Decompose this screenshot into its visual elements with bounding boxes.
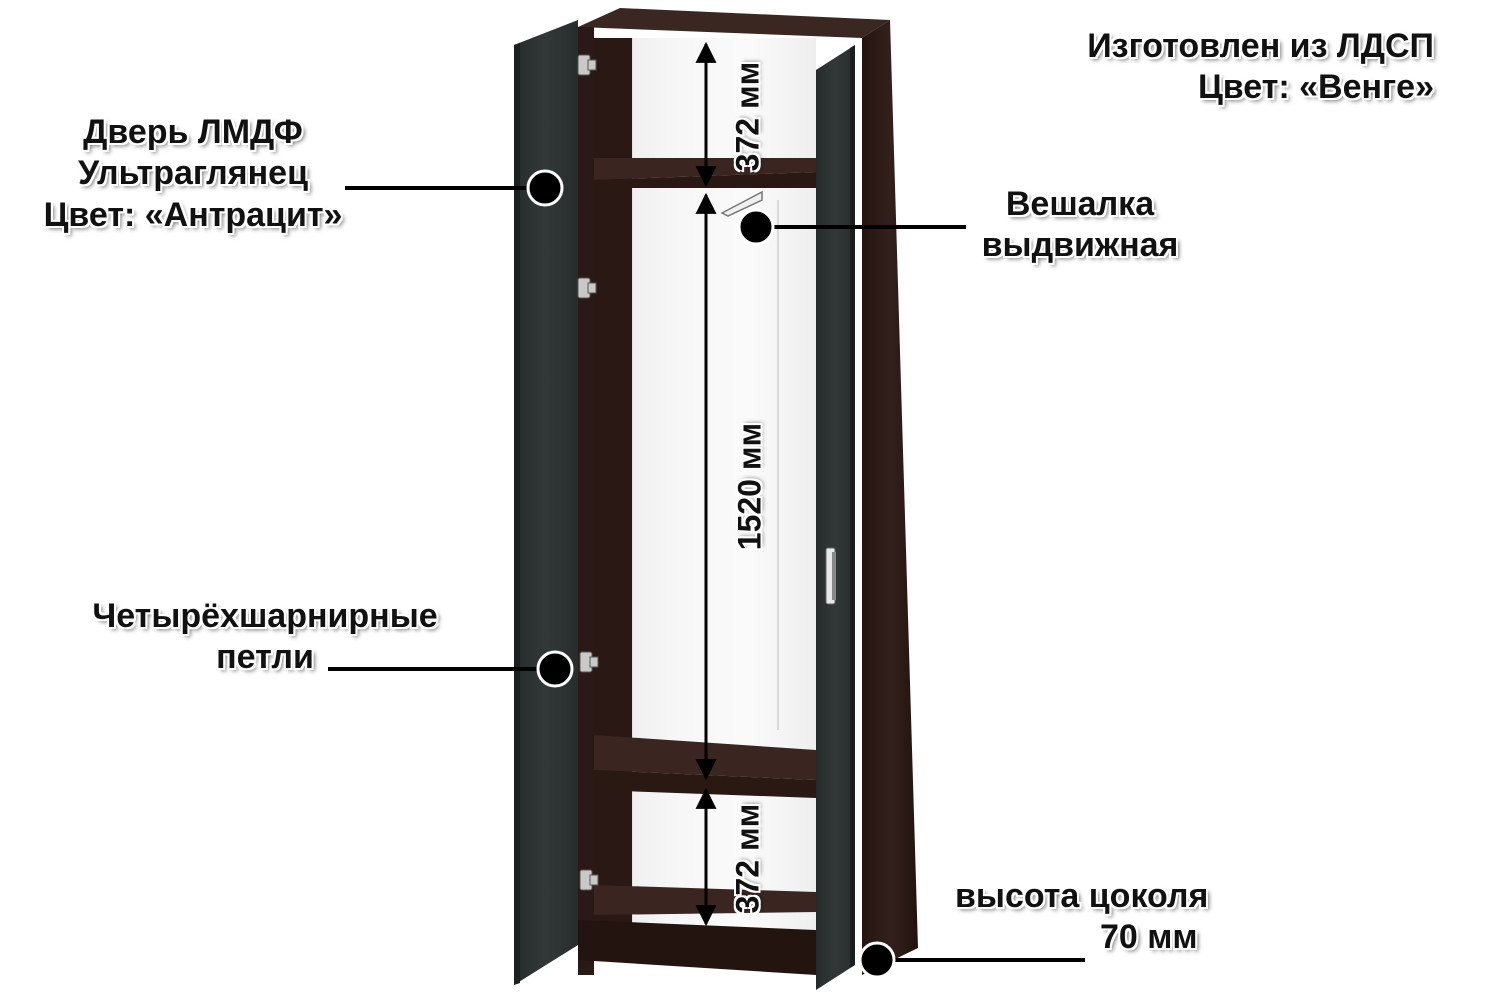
dim-bottom-label: 372 мм: [729, 803, 766, 914]
hanger-note: Вешалка выдвижная: [950, 184, 1210, 267]
hanger-marker: [737, 208, 775, 246]
door-marker: [526, 169, 564, 207]
hanger-line1: Вешалка: [1005, 185, 1155, 223]
hinges-line1: Четырёхшарнирные: [92, 597, 438, 635]
door-handle: [825, 547, 836, 605]
hinges-line2: петли: [216, 638, 314, 677]
callouts: [328, 169, 1085, 979]
right-door: [816, 45, 855, 990]
plinth-line1: высота цоколя: [955, 877, 1209, 915]
plinth-note: высота цоколя 70 мм: [955, 876, 1285, 959]
material-note: Изготовлен из ЛДСП Цвет: «Венге»: [1087, 26, 1434, 109]
left-door: [514, 20, 578, 985]
hanger-rail: [720, 190, 763, 217]
door-color: Цвет: «Антрацит»: [43, 195, 343, 234]
material-line: Изготовлен из ЛДСП: [1087, 27, 1434, 65]
dim-top-label: 372 мм: [729, 61, 766, 172]
hinges: [577, 54, 599, 891]
plinth-line2: 70 мм: [1100, 918, 1198, 957]
hinges-note: Четырёхшарнирные петли: [50, 596, 480, 679]
door-material: Дверь ЛМДФ: [83, 113, 303, 151]
hinge-marker: [536, 650, 574, 688]
hinge-4: [579, 869, 599, 891]
hinge-3: [579, 651, 599, 673]
door-finish: Ультраглянец: [78, 154, 308, 193]
hanger-line2: выдвижная: [981, 226, 1179, 265]
hinge-2: [577, 277, 597, 299]
dim-middle-label: 1520 мм: [731, 422, 768, 551]
hinge-1: [577, 54, 597, 76]
color-line: Цвет: «Венге»: [1197, 68, 1434, 107]
plinth-marker: [858, 941, 896, 979]
door-note: Дверь ЛМДФ Ультраглянец Цвет: «Антрацит»: [28, 112, 358, 236]
